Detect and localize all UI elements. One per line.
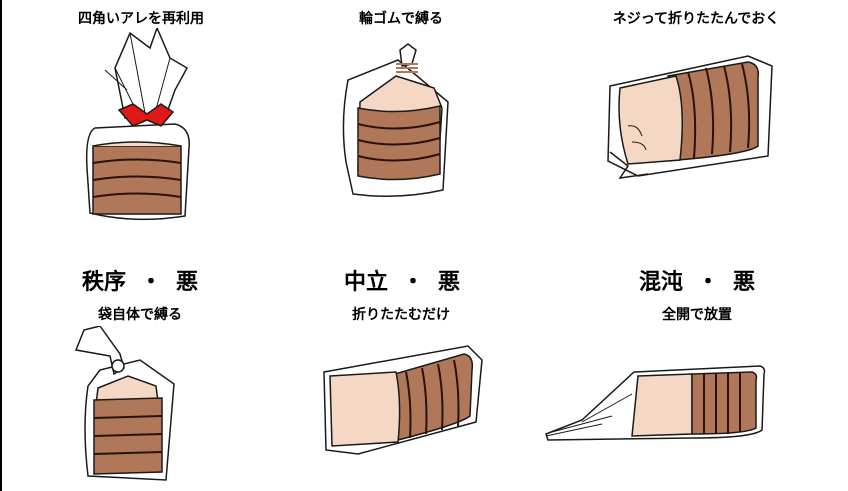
caption-bag-knot: 袋自体で縛る xyxy=(98,307,182,323)
bread-bag-open-illustration xyxy=(545,365,766,441)
bread-bag-rubber-band-illustration xyxy=(342,43,449,197)
bread-bag-twisted-folded-illustration xyxy=(607,55,773,179)
caption-fold-only: 折りたたむだけ xyxy=(352,307,450,323)
rating-chaotic-evil: 混沌・悪 xyxy=(639,264,755,296)
rating-label: 秩序 xyxy=(81,270,126,295)
rating-separator: ・ xyxy=(696,270,720,295)
bread-bag-clip-illustration xyxy=(85,28,190,221)
bread-bag-self-knot-illustration xyxy=(74,326,175,481)
rating-verdict: 悪 xyxy=(733,270,756,295)
rating-verdict: 悪 xyxy=(176,270,199,295)
rating-lawful-evil: 秩序・悪 xyxy=(82,264,198,296)
rating-neutral-evil: 中立・悪 xyxy=(344,264,460,296)
rating-label: 中立 xyxy=(343,270,388,295)
caption-twist-fold: ネジって折りたたんでおく xyxy=(612,11,780,27)
rating-separator: ・ xyxy=(139,270,163,295)
left-border xyxy=(0,0,2,491)
caption-rubber-band: 輪ゴムで縛る xyxy=(359,11,443,27)
caption-left-open: 全開で放置 xyxy=(662,307,732,323)
rating-label: 混沌 xyxy=(638,270,683,295)
bread-bag-folded-illustration xyxy=(323,345,483,455)
rating-verdict: 悪 xyxy=(438,270,461,295)
caption-reuse-clip: 四角いアレを再利用 xyxy=(78,11,204,27)
rating-separator: ・ xyxy=(401,270,425,295)
